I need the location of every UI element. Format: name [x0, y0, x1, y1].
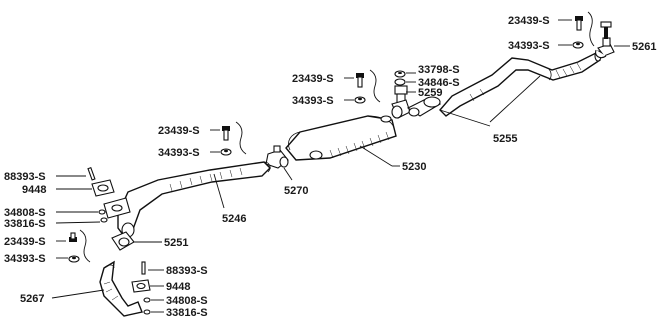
- muffler-drawing: [285, 115, 397, 161]
- label-washer-33798: 33798-S: [418, 64, 460, 76]
- nut-33816-front: [100, 217, 108, 223]
- label-muffler-5230: 5230: [402, 161, 426, 173]
- label-washer-34846: 34846-S: [418, 77, 460, 89]
- front-pipe-drawing: [103, 161, 271, 238]
- nut-34393-mid: [354, 96, 366, 104]
- leader-lines: [51, 19, 630, 313]
- tailpipe-drawing: [439, 50, 602, 117]
- label-front-pipe-5246: 5246: [222, 213, 246, 225]
- label-clamp-5251: 5251: [164, 237, 188, 249]
- gasket-9448-front: [91, 179, 115, 197]
- washer-34808-front: [98, 209, 106, 215]
- clamp-5251-drawing: [111, 231, 135, 251]
- label-nut-33816-bottom: 33816-S: [166, 307, 208, 319]
- stud-88393-bottom: [141, 261, 146, 275]
- bracket-brace-mid: [369, 69, 381, 103]
- label-washer-34808-bottom: 34808-S: [166, 295, 208, 307]
- label-bolt-23439-left: 23439-S: [158, 125, 200, 137]
- bracket-brace-left: [235, 121, 247, 155]
- washer-34808-bottom: [143, 297, 151, 303]
- label-bracket-5259: 5259: [418, 87, 442, 99]
- nut-34393-upper-right: [572, 41, 584, 49]
- label-stud-88393-bottom: 88393-S: [166, 265, 208, 277]
- nut-33816-bottom: [143, 309, 151, 315]
- label-bolt-23439-lower: 23439-S: [4, 236, 46, 248]
- label-nut-34393-upper-right: 34393-S: [508, 40, 550, 52]
- clamp-5261-drawing: [595, 21, 615, 59]
- label-gasket-9448-front: 9448: [22, 184, 46, 196]
- label-clamp-5270: 5270: [284, 185, 308, 197]
- label-nut-34393-lower: 34393-S: [4, 253, 46, 265]
- label-nut-33816-front: 33816-S: [4, 218, 46, 230]
- bracket-brace-upper-right: [587, 11, 595, 47]
- label-crossover-pipe-5267: 5267: [20, 293, 44, 305]
- sleeve-drawing: [406, 96, 442, 117]
- bracket-brace-lower: [79, 229, 91, 263]
- bolt-23439-lower: [69, 232, 77, 242]
- crossover-pipe-drawing: [99, 260, 143, 317]
- label-bolt-23439-upper-right: 23439-S: [508, 15, 550, 27]
- label-gasket-9448-bottom: 9448: [166, 281, 190, 293]
- clamp-5270-drawing: [265, 145, 289, 169]
- bolt-23439-mid: [356, 73, 364, 88]
- label-washer-34808-front: 34808-S: [4, 207, 46, 219]
- label-bolt-23439-mid: 23439-S: [292, 73, 334, 85]
- bolt-23439-upper-right: [575, 16, 583, 31]
- nut-34393-left: [220, 148, 232, 156]
- label-nut-34393-left: 34393-S: [158, 147, 200, 159]
- nut-34393-lower: [68, 255, 80, 263]
- gasket-9448-bottom: [131, 279, 151, 293]
- bolt-23439-left: [222, 126, 230, 141]
- label-tailpipe-5255: 5255: [493, 133, 517, 145]
- label-stud-88393-front: 88393-S: [4, 171, 46, 183]
- stud-88393-front: [87, 166, 96, 181]
- label-clamp-5261: 5261: [632, 41, 656, 53]
- label-nut-34393-mid: 34393-S: [292, 95, 334, 107]
- bracket-5259-drawing: [391, 70, 411, 119]
